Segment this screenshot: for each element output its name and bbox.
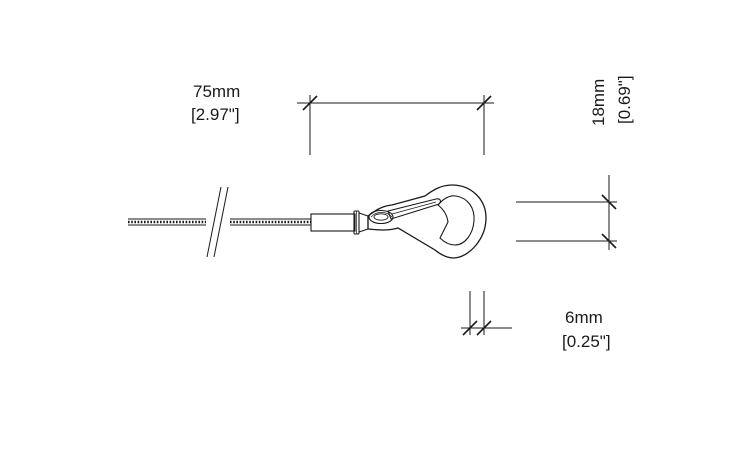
length-tick-right [476,95,492,111]
length-imperial-label: [2.97"] [191,105,240,124]
crimp-ferrule [310,210,369,235]
thickness-tick-right [476,320,492,336]
cable-left-segment [128,218,206,226]
length-metric-label: 75mm [193,82,240,101]
height-dimension [516,175,617,250]
thickness-imperial-label: [0.25"] [562,332,611,351]
height-tick-top [601,194,617,210]
thickness-dimension [461,291,512,336]
cable-right-segment [230,218,311,226]
hook-opening [437,195,475,246]
spring-gate [387,198,441,220]
hook-body [367,184,487,259]
snap-hook [367,184,487,259]
length-tick-left [302,95,318,111]
hook-eye [368,209,394,225]
length-dimension [297,95,494,155]
height-metric-label: 18mm [589,79,608,126]
height-imperial-label: [0.69"] [615,75,634,124]
height-tick-bottom [601,233,617,249]
break-marks [206,186,229,258]
thickness-tick-left [462,320,478,336]
thickness-metric-label: 6mm [565,308,603,327]
